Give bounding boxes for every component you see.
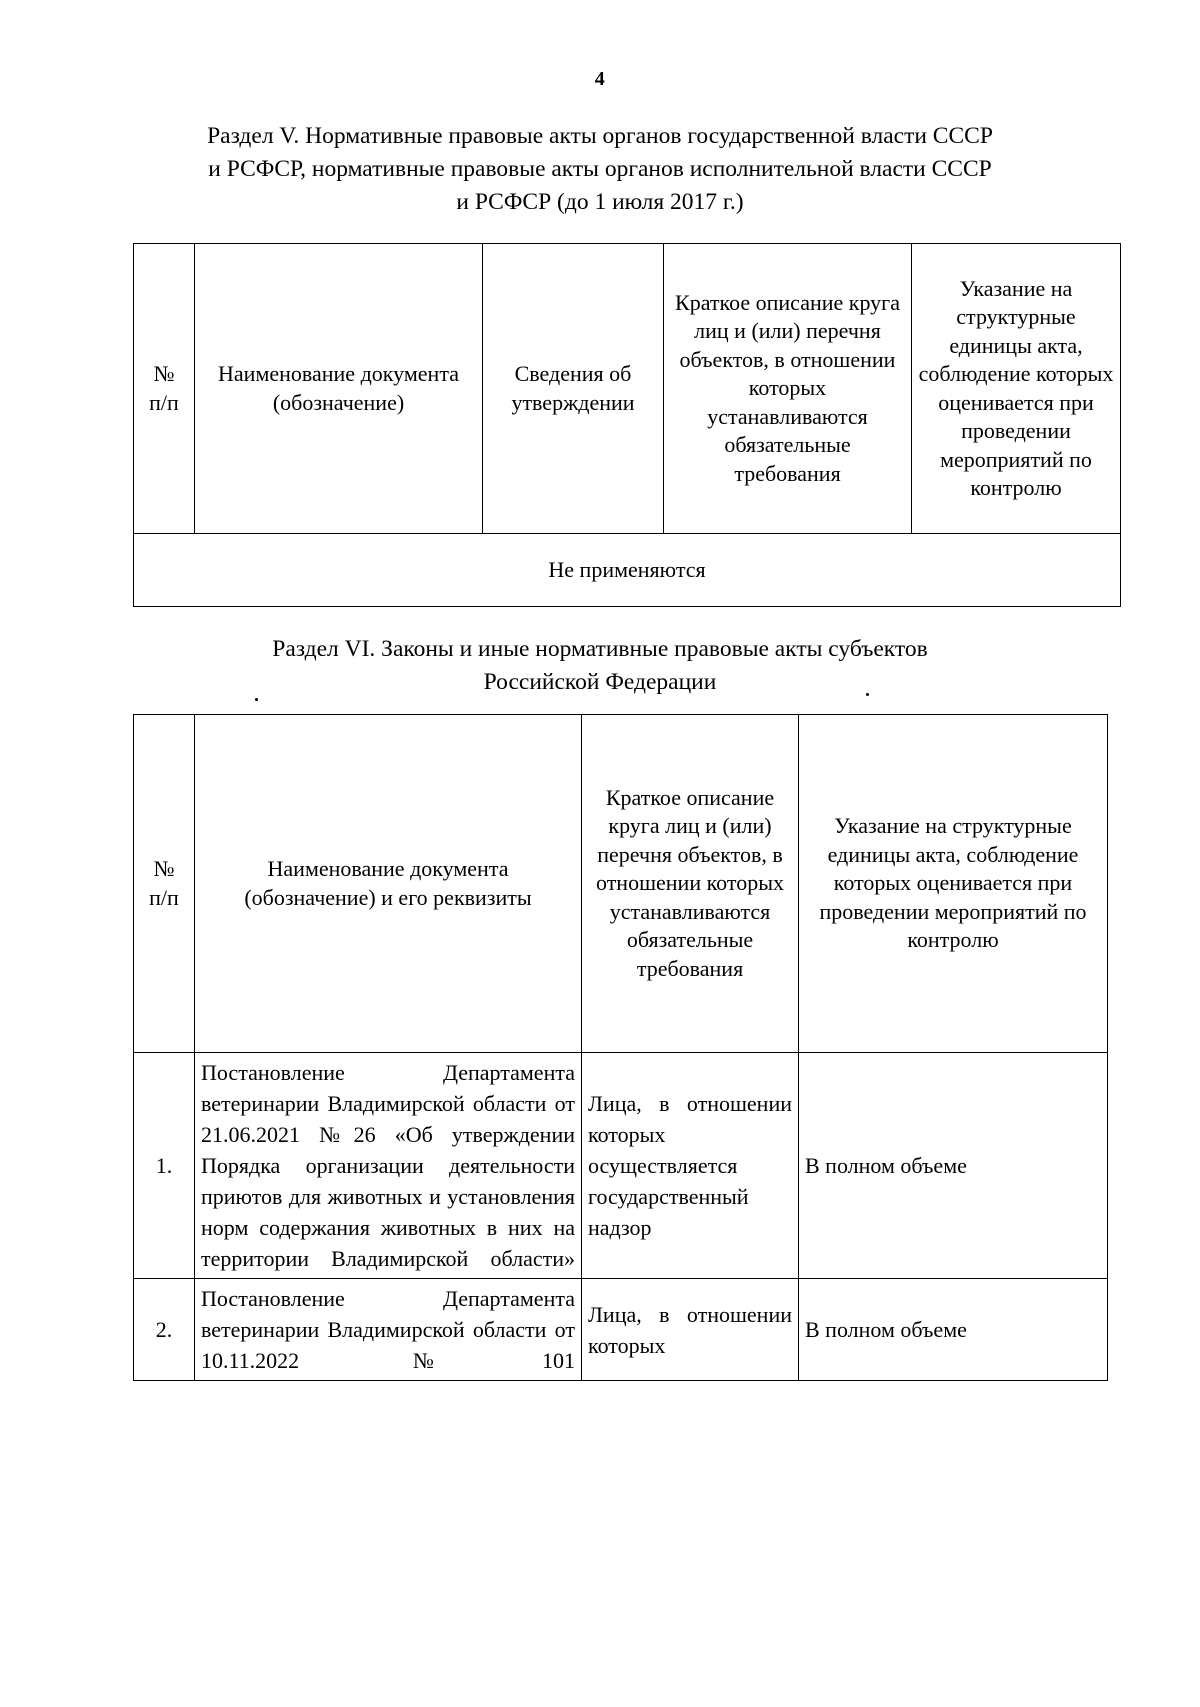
row-number: 1.	[133, 1052, 195, 1279]
not-applicable-cell: Не применяются	[133, 533, 1121, 607]
section-v-heading-line-2: и РСФСР, нормативные правовые акты орган…	[208, 156, 992, 182]
section-v-heading-line-1: Раздел V. Нормативные правовые акты орга…	[207, 123, 993, 149]
row-structural-units: В полном объеме	[798, 1278, 1108, 1381]
section-vi-heading-line-2: Российской Федерации	[483, 669, 717, 695]
table-header-row: № п/п Наименование документа (обозначени…	[133, 243, 1121, 534]
section-v-heading: Раздел V. Нормативные правовые акты орга…	[150, 120, 1050, 219]
header-cell-approval-info: Сведения об утверждении	[482, 243, 664, 534]
scan-speck	[255, 698, 258, 701]
header-cell-brief-description: Краткое описание круга лиц и (или) переч…	[581, 714, 799, 1053]
header-document-name-line-2: (обозначение) и его реквизиты	[244, 884, 532, 910]
row-structural-units: В полном объеме	[798, 1052, 1108, 1279]
row-document-name: Постановление Департамента ветеринарии В…	[194, 1278, 582, 1381]
row-brief-description: Лица, в отношении которых	[581, 1278, 799, 1381]
page-number: 4	[594, 68, 606, 90]
scan-speck	[866, 693, 869, 696]
row-brief-description: Лица, в отношении которых осуществляется…	[581, 1052, 799, 1279]
section-v-heading-line-3: и РСФСР (до 1 июля 2017 г.)	[456, 189, 744, 215]
section-vi-heading: Раздел VI. Законы и иные нормативные пра…	[150, 633, 1050, 699]
header-number-line-2: п/п	[149, 884, 179, 910]
row-document-name: Постановление Департамента ветеринарии В…	[194, 1052, 582, 1279]
header-number-line-1: №	[153, 361, 175, 386]
table-row: Не применяются	[133, 533, 1121, 607]
section-vi-heading-line-1: Раздел VI. Законы и иные нормативные пра…	[272, 636, 928, 662]
header-cell-document-name: Наименование документа (обозначение) и е…	[194, 714, 582, 1053]
header-document-name-line-1: Наименование документа	[267, 856, 509, 881]
header-number-line-2: п/п	[149, 389, 179, 415]
row-number: 2.	[133, 1278, 195, 1381]
header-cell-number: № п/п	[133, 243, 195, 534]
table-header-row: № п/п Наименование документа (обозначени…	[133, 714, 1108, 1053]
header-cell-structural-units: Указание на структурные единицы акта, со…	[911, 243, 1121, 534]
table-row: 1. Постановление Департамента ветеринари…	[133, 1052, 1108, 1279]
header-number-line-1: №	[153, 856, 175, 881]
header-cell-document-name: Наименование документа (обозначение)	[194, 243, 483, 534]
table-row: 2. Постановление Департамента ветеринари…	[133, 1278, 1108, 1381]
header-cell-number: № п/п	[133, 714, 195, 1053]
header-cell-structural-units: Указание на структурные единицы акта, со…	[798, 714, 1108, 1053]
section-vi-table: № п/п Наименование документа (обозначени…	[133, 714, 1108, 1381]
header-cell-brief-description: Краткое описание круга лиц и (или) переч…	[663, 243, 912, 534]
section-v-table: № п/п Наименование документа (обозначени…	[133, 243, 1121, 607]
